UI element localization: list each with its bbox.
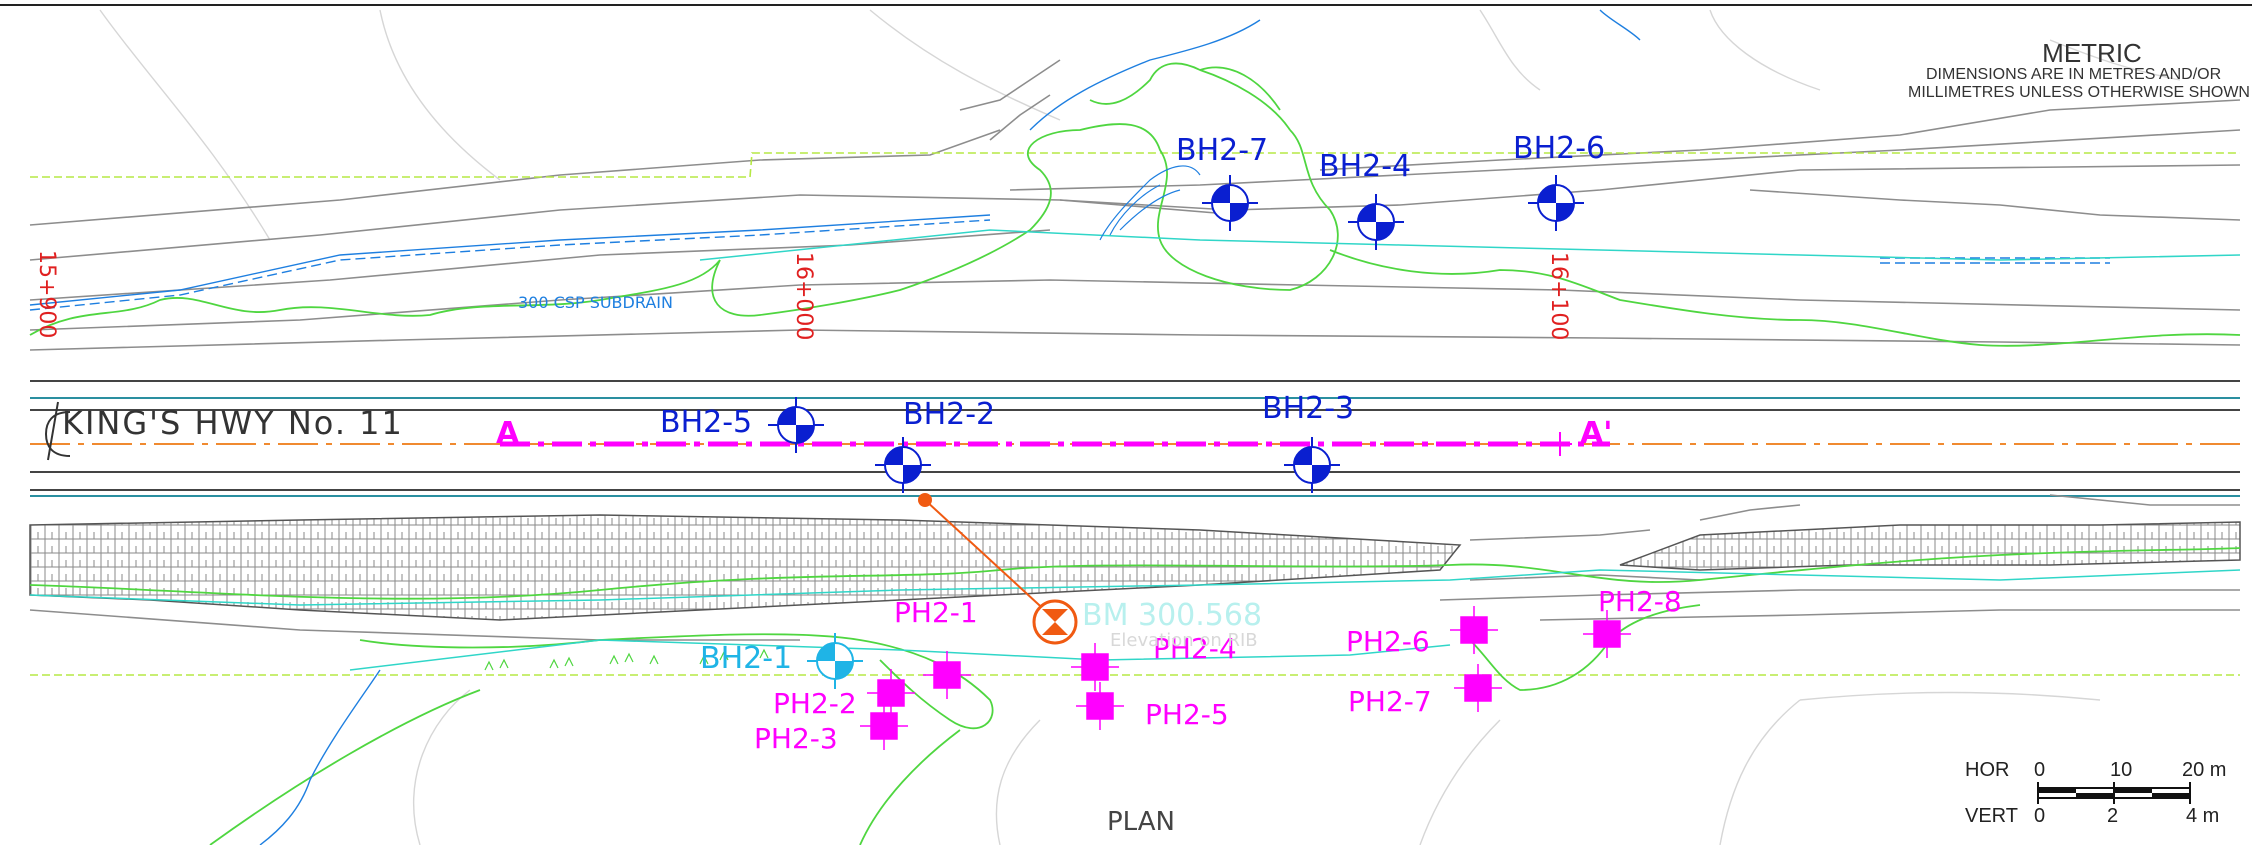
probehole-ph2-4-label: PH2-4 [1153, 632, 1237, 665]
station-label-16-100: 16+100 [1546, 252, 1571, 340]
benchmark-sublabel: Elevation on RIB [1110, 630, 1258, 651]
probehole-ph2-3-label: PH2-3 [754, 722, 838, 755]
scale-hor-tick-0: 0 [2034, 759, 2045, 781]
probehole-ph2-8-symbol [1583, 610, 1631, 658]
probehole-ph2-4-symbol [1071, 643, 1119, 691]
south-topo-green [29, 547, 2241, 845]
borehole-bh2-5-symbol [768, 397, 824, 453]
borehole-bh2-2-symbol [875, 437, 931, 493]
probehole-ph2-6-symbol [1450, 606, 1498, 654]
south-water [259, 669, 381, 845]
north-green-line [30, 152, 2240, 178]
probehole-ph2-1-symbol [923, 651, 971, 699]
borehole-bh2-6-symbol [1528, 175, 1584, 231]
borehole-bh2-3-symbol [1284, 437, 1340, 493]
borehole-bh2-7-label: BH2-7 [1176, 133, 1268, 168]
north-topo-green [29, 62, 2241, 347]
centreline-symbol [44, 401, 71, 461]
north-water [29, 9, 2110, 311]
probehole-ph2-2-label: PH2-2 [773, 687, 857, 720]
south-contours [29, 494, 2240, 641]
metric-line-1: DIMENSIONS ARE IN METRES AND/OR [1926, 66, 2221, 83]
borehole-bh2-4-symbol [1348, 194, 1404, 250]
probehole-ph2-7-symbol [1454, 664, 1502, 712]
borehole-bh2-4-label: BH2-4 [1319, 149, 1411, 184]
borehole-bh2-5-label: BH2-5 [660, 405, 752, 440]
section-end-label: A' [1580, 416, 1612, 451]
highway-label: KING'S HWY No. 11 [62, 404, 404, 442]
station-label-16-000: 16+000 [791, 252, 816, 340]
section-start-label: A [496, 416, 520, 451]
probehole-ph2-8-label: PH2-8 [1598, 585, 1682, 618]
metric-title: METRIC [2042, 38, 2142, 68]
scale-bar: HOR VERT 0 10 20 m 0 2 4 m [1965, 759, 2226, 827]
north-cyan-line [699, 229, 2241, 261]
scale-vert-label: VERT [1965, 805, 2018, 827]
topography-lines [99, 9, 2181, 845]
subdrain-label: 300 CSP SUBDRAIN [518, 293, 673, 312]
probehole-ph2-2-symbol [867, 669, 915, 717]
north-contours [29, 59, 2241, 351]
plan-title: PLAN [1107, 807, 1175, 837]
scale-hor-label: HOR [1965, 759, 2009, 781]
scale-vert-tick-1: 2 [2107, 805, 2118, 827]
probehole-symbols [860, 606, 1631, 750]
benchmark-leader [924, 499, 1051, 616]
stream-detail [1099, 165, 1201, 241]
highway-lines [30, 380, 2240, 497]
scale-hor-tick-2: 20 m [2182, 759, 2226, 781]
metric-line-2: MILLIMETRES UNLESS OTHERWISE SHOWN [1908, 84, 2250, 101]
benchmark-reference-dot [918, 493, 932, 507]
probehole-ph2-5-label: PH2-5 [1145, 698, 1229, 731]
south-cyan [29, 569, 2241, 671]
benchmark-label: BM 300.568 [1082, 598, 1262, 633]
scale-hor-tick-1: 10 [2110, 759, 2132, 781]
scale-vert-tick-0: 0 [2034, 805, 2045, 827]
scale-vert-tick-2: 4 m [2186, 805, 2219, 827]
borehole-bh2-7-symbol [1202, 175, 1258, 231]
borehole-bh2-6-label: BH2-6 [1513, 131, 1605, 166]
borehole-bh2-1-symbol [807, 633, 863, 689]
probehole-ph2-3-symbol [860, 702, 908, 750]
probehole-ph2-6-label: PH2-6 [1346, 625, 1430, 658]
borehole-bh2-2-label: BH2-2 [903, 397, 995, 432]
station-label-15-900: 15+900 [34, 250, 59, 338]
section-end-tick [1548, 432, 1572, 456]
borehole-bh2-3-label: BH2-3 [1262, 391, 1354, 426]
benchmark-symbol [1032, 599, 1078, 645]
probehole-ph2-7-label: PH2-7 [1348, 685, 1432, 718]
probehole-ph2-5-symbol [1076, 682, 1124, 730]
probehole-ph2-1-label: PH2-1 [894, 596, 978, 629]
borehole-bh2-1-label: BH2-1 [700, 641, 792, 676]
embankment-east [1619, 521, 2241, 571]
grass-tufts [484, 648, 769, 671]
